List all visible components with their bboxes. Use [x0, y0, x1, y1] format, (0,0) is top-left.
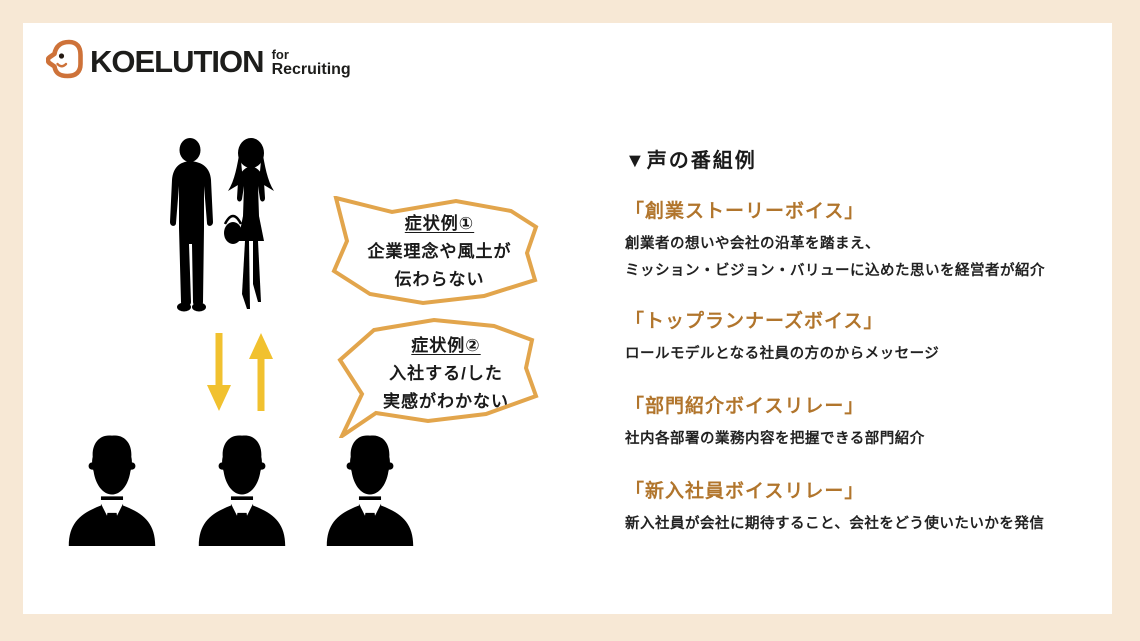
symptom-bubble-2: 症状例② 入社する/した 実感がわかない	[336, 318, 548, 438]
program-section-2: 「トップランナーズボイス」 ロールモデルとなる社員の方のからメッセージ	[625, 309, 1105, 368]
down-arrow	[207, 333, 231, 416]
businessman-silhouette-1	[66, 432, 158, 551]
symptom-1-line2: 伝わらない	[394, 270, 485, 289]
symptom-1-line1: 企業理念や風土が	[367, 242, 512, 261]
program-1-desc-line2: ミッション・ビジョン・バリューに込めた思いを経営者が紹介	[625, 263, 1045, 279]
program-1-desc: 創業者の想いや会社の沿革を踏まえ、 ミッション・ビジョン・バリューに込めた思いを…	[625, 231, 1105, 285]
program-4-title: 「新入社員ボイスリレー」	[625, 481, 865, 502]
program-3-desc: 社内各部署の業務内容を把握できる部門紹介	[625, 426, 1105, 453]
voice-program-heading: ▼声の番組例	[625, 150, 757, 172]
program-2-title: 「トップランナーズボイス」	[625, 311, 884, 332]
businessman-silhouette-3	[324, 432, 416, 551]
logo: KOELUTION for Recruiting	[45, 38, 351, 85]
symptom-2-line1: 入社する/した	[389, 364, 503, 383]
businessman-silhouette-2	[196, 432, 288, 551]
program-2-desc-line1: ロールモデルとなる社員の方のからメッセージ	[625, 346, 940, 362]
program-section-4: 「新入社員ボイスリレー」 新入社員が会社に期待すること、会社をどう使いたいかを発…	[625, 479, 1105, 538]
program-4-desc-line1: 新入社員が会社に期待すること、会社をどう使いたいかを発信	[625, 516, 1045, 532]
program-3-title: 「部門紹介ボイスリレー」	[625, 396, 865, 417]
company-pair-silhouette	[163, 136, 283, 318]
symptom-bubble-2-text: 症状例② 入社する/した 実感がわかない	[350, 332, 542, 416]
program-section-3: 「部門紹介ボイスリレー」 社内各部署の業務内容を把握できる部門紹介	[625, 394, 1105, 453]
program-2-desc: ロールモデルとなる社員の方のからメッセージ	[625, 341, 1105, 368]
program-section-1: 「創業ストーリーボイス」 創業者の想いや会社の沿革を踏まえ、 ミッション・ビジョ…	[625, 199, 1105, 285]
symptom-2-label: 症状例②	[411, 336, 481, 355]
koelution-face-icon	[45, 38, 84, 85]
program-1-title: 「創業ストーリーボイス」	[625, 201, 865, 222]
slide-canvas	[23, 23, 1112, 614]
symptom-bubble-1-text: 症状例① 企業理念や風土が 伝わらない	[342, 210, 537, 294]
woman-silhouette	[223, 138, 274, 309]
logo-suffix: for Recruiting	[272, 44, 351, 78]
symptom-1-label: 症状例①	[404, 214, 475, 233]
program-4-desc: 新入社員が会社に期待すること、会社をどう使いたいかを発信	[625, 511, 1105, 538]
program-3-desc-line1: 社内各部署の業務内容を把握できる部門紹介	[625, 431, 925, 447]
logo-brand-text: KOELUTION	[90, 43, 265, 79]
symptom-2-line2: 実感がわかない	[383, 392, 509, 411]
program-1-desc-line1: 創業者の想いや会社の沿革を踏まえ、	[625, 236, 880, 252]
symptom-bubble-1: 症状例① 企業理念や風土が 伝わらない	[328, 196, 543, 310]
up-arrow	[249, 333, 273, 416]
logo-suffix-recruiting: Recruiting	[271, 60, 351, 78]
logo-suffix-for: for	[271, 47, 289, 63]
man-silhouette	[170, 138, 213, 312]
